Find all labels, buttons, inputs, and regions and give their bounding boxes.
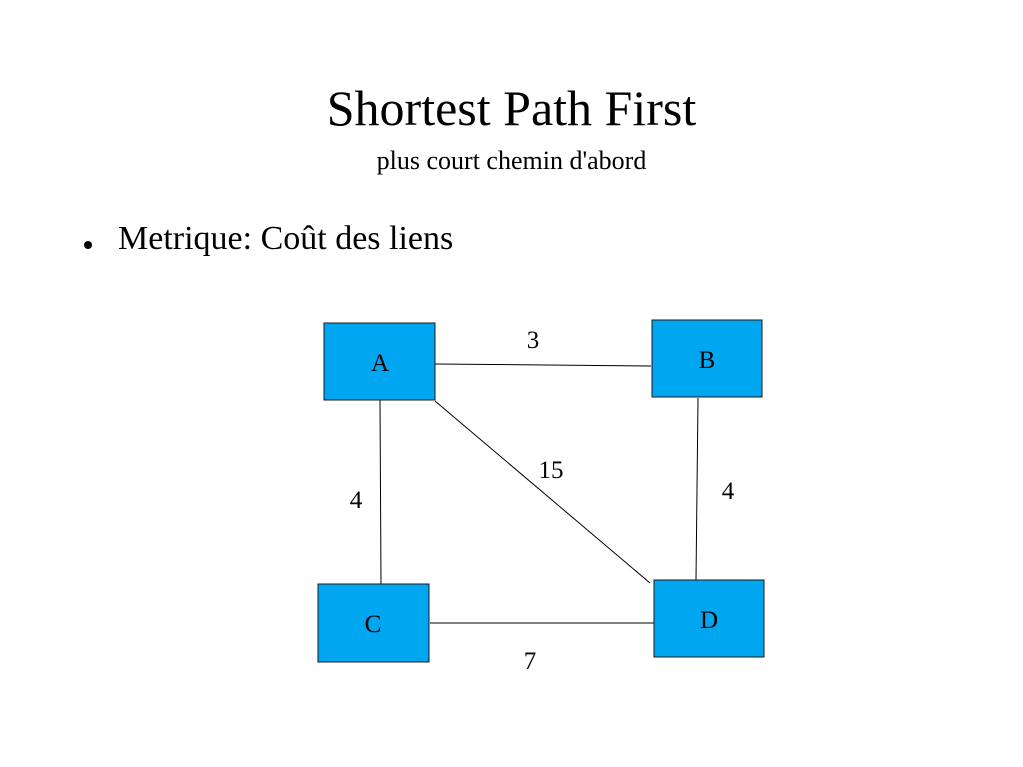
edge-a-b — [434, 363, 652, 367]
node-d-label: D — [700, 607, 718, 634]
bullet-text: Metrique: Coût des liens — [118, 220, 454, 257]
edge-b-d-cost: 4 — [722, 478, 735, 505]
slide-title: Shortest Path First — [326, 80, 697, 136]
edge-a-b-cost: 3 — [527, 327, 540, 354]
node-c: C — [317, 583, 430, 663]
node-a: A — [323, 322, 436, 401]
node-d: D — [653, 579, 765, 658]
edge-a-d — [434, 400, 651, 584]
node-c-label: C — [365, 611, 382, 638]
edge-c-d-cost: 7 — [524, 648, 537, 675]
node-b: B — [651, 319, 763, 398]
edge-a-d-cost: 15 — [539, 457, 564, 484]
bullet-dot-icon — [84, 241, 92, 249]
slide-subtitle: plus court chemin d'abord — [376, 146, 647, 175]
edge-a-c-cost: 4 — [350, 487, 363, 514]
edge-a-c — [379, 398, 382, 586]
node-a-label: A — [371, 350, 389, 377]
node-b-label: B — [699, 347, 716, 374]
edge-b-d — [695, 397, 699, 581]
